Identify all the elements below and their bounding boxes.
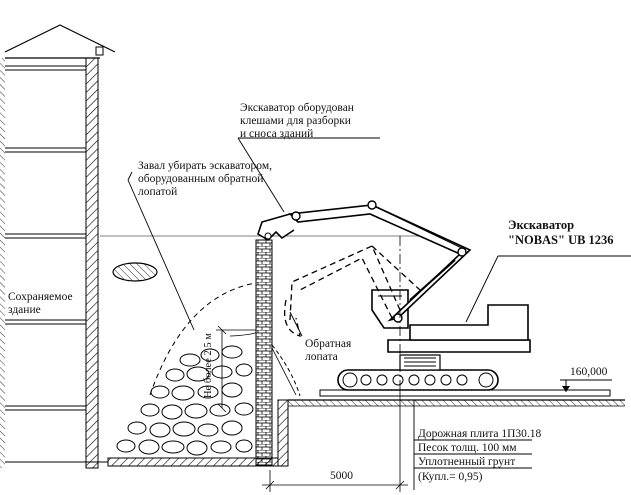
label-distance: 5000 (330, 470, 353, 482)
label-excavator-claws-2: клешами для разборки (240, 115, 351, 127)
label-excavator-model-1: Экскаватор (508, 218, 575, 232)
label-elevation: 160,000 (570, 366, 608, 378)
label-backhoe-1: Обратная (305, 338, 352, 350)
label-excavator-claws-1: Экскаватор оборудован (240, 102, 354, 114)
manhole-cover (112, 262, 158, 282)
preserved-building (0, 24, 116, 469)
ground (107, 399, 625, 467)
brick-wall (255, 239, 273, 466)
rubble-heap (112, 282, 263, 458)
label-road-layer-1: Дорожная плита 1П30.18 (418, 428, 542, 440)
excavator (257, 200, 531, 391)
label-backhoe-2: лопата (305, 351, 338, 363)
label-rubble-note-1: Завал убирать эскаватором, (138, 160, 272, 172)
label-excavator-claws-3: и сноса зданий (240, 128, 314, 140)
road-layer-leader (413, 400, 532, 490)
dimension-lines (216, 236, 408, 492)
backhoe-dashed (283, 245, 421, 337)
label-excavator-model-2: "NOBAS" UB 1236 (508, 233, 614, 247)
label-preserved-building-1: Сохраняемое (8, 291, 73, 303)
label-height-limit: Не более 2,5 м (203, 333, 214, 398)
elevation-marker (560, 379, 612, 392)
label-rubble-note-2: оборудованным обратной (138, 173, 264, 185)
callout-leaders (127, 137, 631, 337)
label-road-layer-3: Уплотненный грунт (418, 456, 516, 468)
label-road-layer-4: (Купл.= 0,95) (418, 471, 483, 483)
label-road-layer-2: Песок толщ. 100 мм (418, 442, 517, 454)
label-rubble-note-3: лопатой (138, 186, 178, 198)
label-preserved-building-2: здание (8, 304, 41, 316)
